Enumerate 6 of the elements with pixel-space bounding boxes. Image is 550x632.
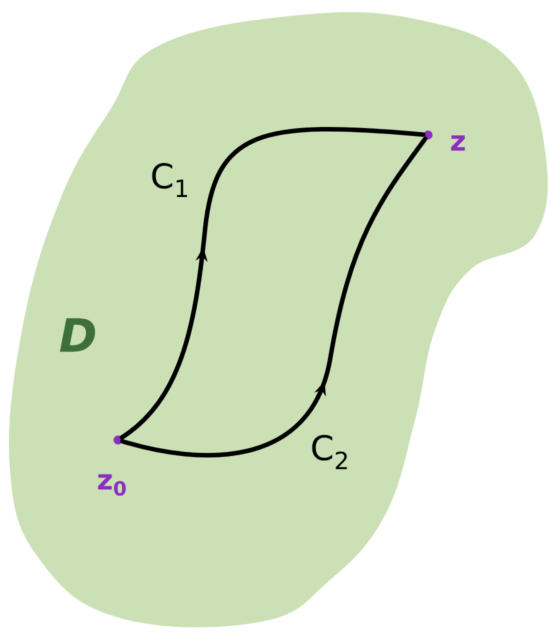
edge-label: C$_{1}$ [148, 161, 192, 199]
point-label: z$_{0}$ [98, 474, 126, 496]
point-dot [114, 436, 122, 444]
point-dot [424, 130, 432, 140]
point-label: z [451, 135, 465, 151]
edge-label: C$_{2}$ [308, 432, 352, 472]
